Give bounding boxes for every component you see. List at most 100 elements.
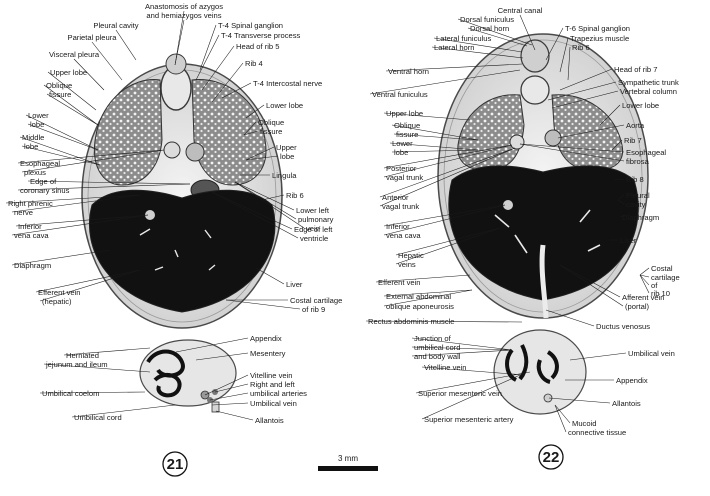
label-21-vitelline-vein: Vitelline vein <box>250 371 293 380</box>
label-22-oblique: Oblique <box>394 121 420 130</box>
leader-line-21-36 <box>211 191 299 239</box>
leader-line-21-7 <box>73 58 105 91</box>
label-22-anterior: Anterior <box>382 193 409 202</box>
leader-line-21-4 <box>91 41 123 81</box>
section-21-specimen <box>81 53 283 329</box>
leader-line-21-31 <box>234 181 297 220</box>
label-21-parietal-pleura: Parietal pleura <box>68 33 118 42</box>
label-21-edge-of: Edge of <box>30 177 57 186</box>
leader-line-21-5 <box>195 34 220 81</box>
label-22-inferior: Inferior <box>386 222 410 231</box>
hepatic-vessels-22 <box>494 209 601 254</box>
label-22-esophageal: Esophageal <box>626 148 666 157</box>
label-21-oblique: Oblique <box>258 118 284 127</box>
leader-line-22-25 <box>613 178 625 181</box>
leader-line-21-8 <box>211 62 244 103</box>
esophagus-22 <box>509 134 525 150</box>
leader-line-22-20 <box>611 139 623 151</box>
leader-line-21-26 <box>17 183 191 191</box>
leader-line-21-28 <box>11 194 141 213</box>
label-22-connective-tissue: connective tissue <box>568 428 626 437</box>
leader-line-21-38 <box>255 267 285 285</box>
leader-line-22-11 <box>369 69 521 95</box>
leader-line-21-18 <box>19 136 101 166</box>
label-21-lower-left: Lower left <box>296 206 330 215</box>
label-22-of: of <box>651 281 658 290</box>
leader-line-22-9 <box>559 68 613 91</box>
leader-line-21-34 <box>11 214 149 236</box>
label-21-herniated: Herniated <box>66 351 99 360</box>
label-22-fibrosa: fibrosa <box>626 157 650 166</box>
ivc-22 <box>503 200 513 210</box>
leader-line-22-7 <box>567 46 571 81</box>
scale-bar: 3 mm <box>318 454 378 471</box>
liver-21 <box>88 189 276 313</box>
leader-line-21-33 <box>15 214 149 227</box>
leader-line-21-44 <box>195 352 249 361</box>
leader-line-21-23 <box>21 149 165 173</box>
label-22-afferent-vein: Afferent vein <box>622 293 665 302</box>
leader-line-22-2 <box>467 27 528 47</box>
ivc-21 <box>145 210 155 220</box>
label-22-posterior: Posterior <box>386 164 417 173</box>
label-21-anastomosis-of-azygos: Anastomosis of azygos <box>145 2 223 11</box>
leader-line-22-5 <box>559 37 569 73</box>
intestine-loops-22 <box>505 344 559 384</box>
label-22-portal: (portal) <box>625 302 650 311</box>
label-22-and-body-wall: and body wall <box>414 352 461 361</box>
label-22-central-canal: Central canal <box>498 6 543 15</box>
label-21-t-4-spinal-ganglion: T-4 Spinal ganglion <box>218 21 283 30</box>
leader-line-22-24 <box>383 144 513 178</box>
spinal-cord-21 <box>165 53 187 75</box>
label-21-lobe: lobe <box>280 152 294 161</box>
label-22-costal: Costal <box>651 264 673 273</box>
leader-line-22-47 <box>411 337 513 351</box>
leader-line-22-54 <box>548 397 611 404</box>
leader-line-22-57 <box>554 404 567 433</box>
figure-number-21-label: 21 <box>167 456 184 473</box>
label-21-coronary-sinus: coronary sinus <box>20 186 70 195</box>
label-22-allantois: Allantois <box>612 399 641 408</box>
allantois-21 <box>211 401 220 413</box>
label-21-t-4-intercostal-nerve: T-4 Intercostal nerve <box>253 79 322 88</box>
label-21-nerve: nerve <box>14 208 33 217</box>
label-21-pleural-cavity: Pleural cavity <box>93 21 138 30</box>
leader-line-21-39 <box>35 269 141 293</box>
label-22-lower-lobe: Lower lobe <box>622 101 659 110</box>
label-22-t-6-spinal-ganglion: T-6 Spinal ganglion <box>565 24 630 33</box>
leader-line-22-46 <box>365 320 523 323</box>
label-21-visceral-pleura: Visceral pleura <box>49 50 100 59</box>
label-22-aorta: Aorta <box>626 121 645 130</box>
figure-number-22: 22 <box>538 444 564 470</box>
right-lung-21 <box>94 79 163 186</box>
leader-line-21-30 <box>234 181 295 211</box>
leader-line-22-13 <box>383 112 471 121</box>
leader-line-22-38 <box>639 274 650 286</box>
section-22-specimen <box>437 33 649 319</box>
leader-line-22-48 <box>411 346 513 351</box>
leader-line-21-32 <box>234 181 305 229</box>
leader-line-21-15 <box>27 123 99 151</box>
leader-line-22-35 <box>395 227 501 265</box>
cord-22-specimen <box>493 329 587 415</box>
leader-line-21-11 <box>43 84 99 126</box>
leader-line-21-52 <box>71 404 176 418</box>
label-21-ventricle: ventricle <box>300 234 328 243</box>
label-22-hepatic: Hepatic <box>398 251 424 260</box>
label-22-cartilage: cartilage <box>651 273 680 282</box>
leader-line-22-36 <box>639 267 650 276</box>
label-21-umbilical-cord: Umbilical cord <box>74 413 122 422</box>
label-21-plexus: plexus <box>24 168 46 177</box>
label-22-dorsal-horn: Dorsal horn <box>470 24 509 33</box>
leader-line-22-26 <box>617 194 625 201</box>
label-22-umbilical-cord: umbilical cord <box>414 343 460 352</box>
label-21-t-4-transverse-process: T-4 Transverse process <box>221 31 301 40</box>
label-21-right-phrenic: Right phrenic <box>8 199 53 208</box>
label-22-upper-lobe: Upper lobe <box>386 109 423 118</box>
cord-21-specimen <box>139 339 237 413</box>
leader-line-21-20 <box>245 146 275 161</box>
leader-line-22-18 <box>389 142 479 151</box>
left-lung-22 <box>551 94 624 171</box>
label-21-efferent-vein: Efferent vein <box>38 288 81 297</box>
